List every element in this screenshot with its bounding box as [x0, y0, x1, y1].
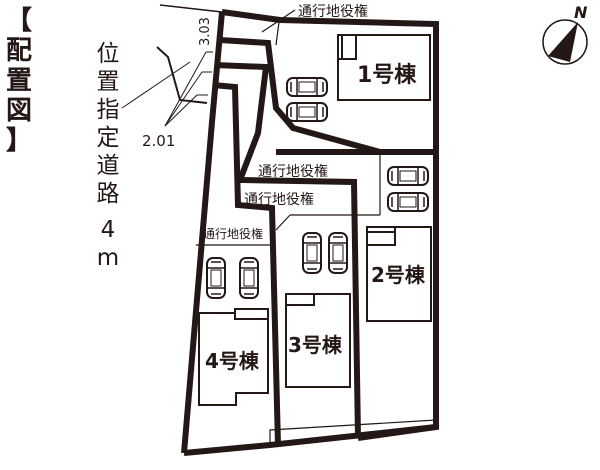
building-4-label: 4号棟: [205, 349, 260, 373]
title-char: 置: [5, 66, 32, 96]
parking-lot-1: [286, 77, 328, 122]
car-icon: [286, 77, 328, 97]
easement-label-middle-lower: 通行地役権: [244, 191, 314, 208]
dimension-top: 3.03: [198, 17, 213, 46]
building-1: [337, 34, 431, 101]
road-char: 指: [96, 97, 120, 123]
building-2: [366, 226, 432, 322]
car-icon: [328, 232, 348, 274]
dimension-leaders: [121, 51, 213, 127]
title-char: 図: [5, 96, 32, 126]
parking-lot-4: [206, 257, 259, 299]
road-char: 位: [96, 41, 120, 67]
road-label: 位 置 指 定 道 路 4 m: [92, 40, 124, 272]
road-width-unit: m: [96, 245, 120, 271]
car-icon: [387, 192, 429, 212]
building-3-label: 3号棟: [288, 333, 343, 357]
easement-label-top: 通行地役権: [298, 3, 368, 20]
title-bracket-close: 】: [5, 126, 32, 156]
building-1-label: 1号棟: [357, 62, 417, 88]
compass-north-label: N: [574, 3, 588, 22]
plan-title: 【 配 置 図 】: [4, 6, 34, 156]
easement-label-left: 通行地役権: [203, 226, 263, 241]
car-icon: [239, 257, 259, 299]
road-char: 路: [96, 181, 120, 207]
car-icon: [302, 232, 322, 274]
easement-lines: [196, 9, 437, 445]
car-icon: [286, 102, 328, 122]
parking-lot-2: [387, 166, 429, 212]
easement-label-middle-upper: 通行地役権: [258, 163, 328, 180]
north-compass-icon: N: [542, 3, 588, 65]
road-char: 道: [96, 153, 120, 179]
title-char: 配: [5, 36, 32, 66]
parking-lot-3: [302, 232, 348, 274]
building-2-label: 2号棟: [371, 263, 426, 287]
building-4: [198, 308, 269, 406]
road-width-number: 4: [100, 217, 116, 243]
dimension-side: 2.01: [142, 132, 175, 150]
building-3: [285, 293, 351, 388]
road-edge-lines: [156, 4, 223, 104]
car-icon: [387, 166, 429, 186]
title-bracket-open: 【: [5, 6, 32, 36]
car-icon: [206, 257, 226, 299]
road-char: 定: [96, 125, 120, 151]
road-char: 置: [96, 69, 120, 95]
lot-dividers: [212, 62, 361, 446]
